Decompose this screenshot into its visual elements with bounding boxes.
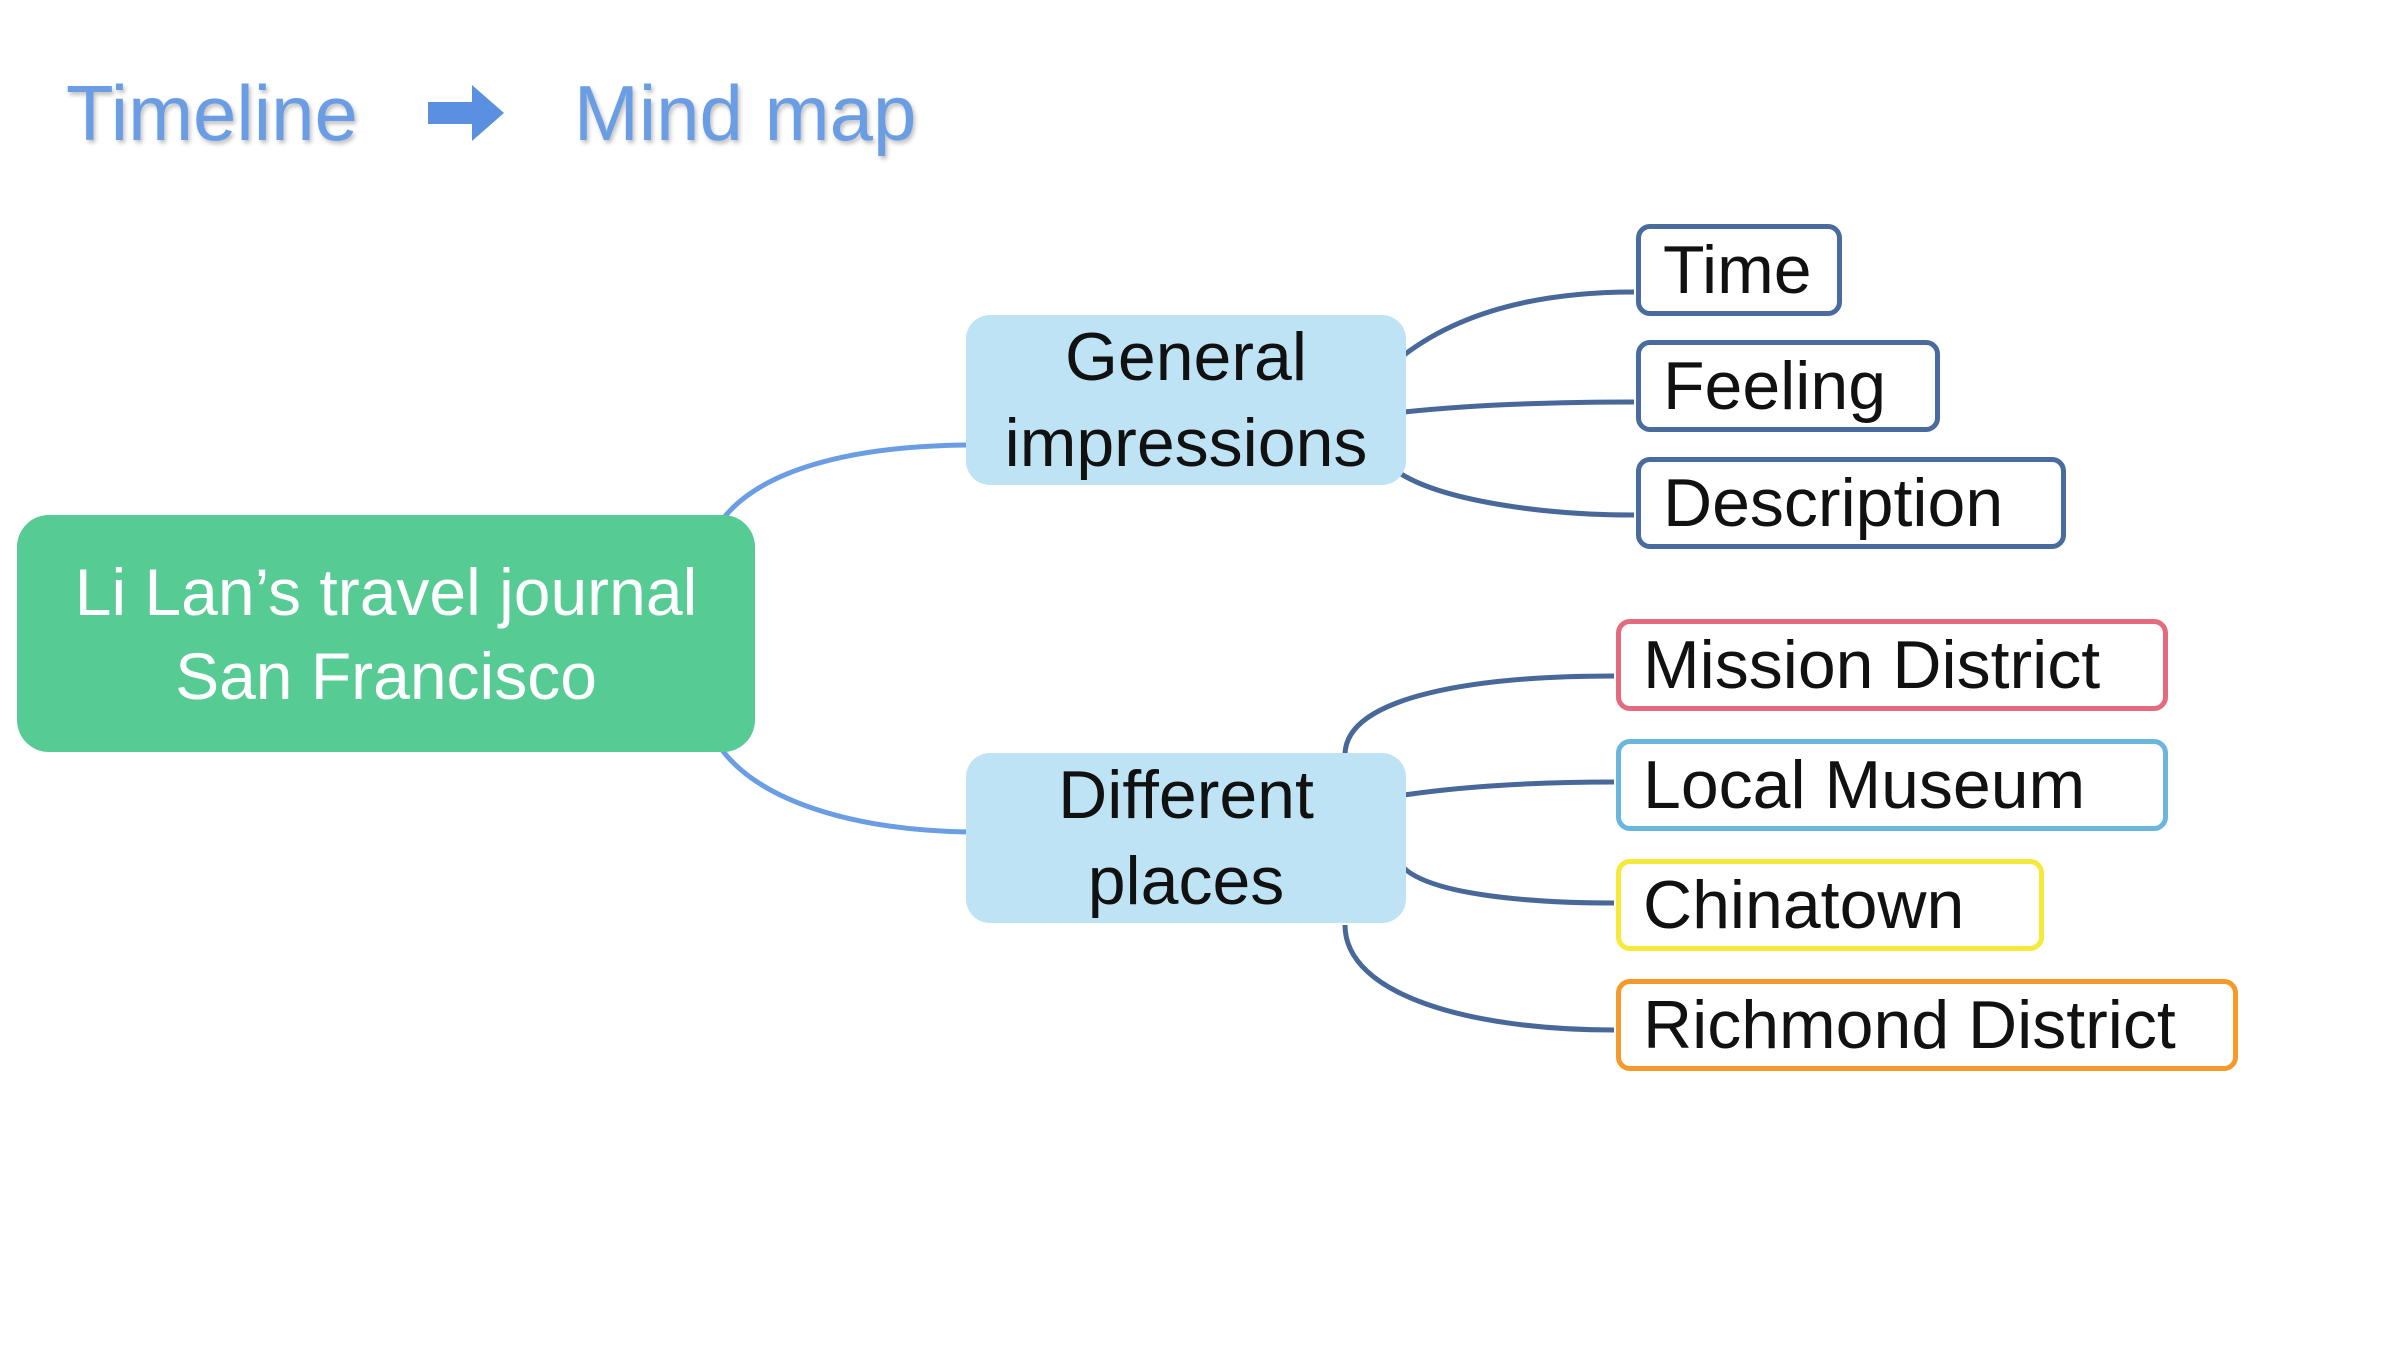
leaf-chinatown: Chinatown	[1616, 859, 2044, 951]
leaf-feeling: Feeling	[1636, 340, 1940, 432]
right-arrow-icon	[427, 83, 506, 143]
leaf-mission-district: Mission District	[1616, 619, 2168, 711]
connector-root-general	[720, 442, 969, 522]
root-node: Li Lan’s travel journal San Francisco	[17, 515, 755, 752]
connector-places-museum	[1403, 779, 1615, 798]
connector-general-description	[1396, 469, 1635, 518]
connector-general-time	[1402, 289, 1635, 357]
connector-general-feeling	[1403, 399, 1635, 415]
title-row: Timeline Mind map	[66, 58, 916, 168]
timeline-label: Timeline	[66, 68, 358, 157]
branch-general-impressions: General impressions	[966, 315, 1406, 485]
leaf-description: Description	[1636, 457, 2066, 549]
branch-different-places: Different places	[966, 753, 1406, 923]
leaf-local-museum: Local Museum	[1616, 739, 2168, 831]
connector-root-places	[720, 748, 969, 835]
mind-map-label: Mind map	[573, 68, 917, 157]
leaf-richmond-district: Richmond District	[1616, 979, 2238, 1071]
connector-places-chinatown	[1402, 866, 1615, 906]
connector-places-mission	[1342, 673, 1615, 756]
leaf-time: Time	[1636, 224, 1842, 316]
connector-places-richmond	[1342, 924, 1615, 1033]
